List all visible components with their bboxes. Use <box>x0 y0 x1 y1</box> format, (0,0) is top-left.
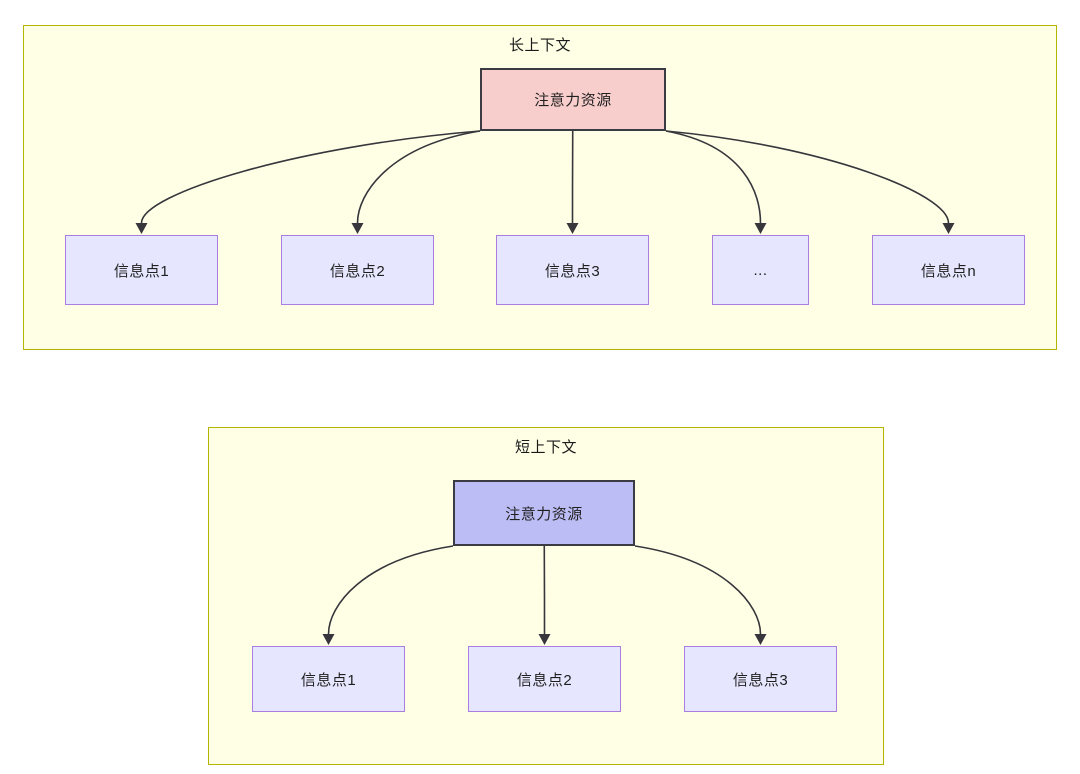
node-label: 注意力资源 <box>505 505 583 523</box>
node-attention-resource-short[interactable]: 注意力资源 <box>453 480 635 546</box>
node-label: 信息点n <box>920 262 977 280</box>
panel-short-context-title: 短上下文 <box>514 439 577 456</box>
node-label: 信息点3 <box>544 262 601 280</box>
node-attention-resource-long[interactable]: 注意力资源 <box>480 68 666 131</box>
node-label: 信息点3 <box>732 671 789 689</box>
node-info-point-n-long[interactable]: 信息点n <box>872 235 1025 305</box>
node-label: 注意力资源 <box>534 92 612 109</box>
node-label: 信息点2 <box>329 262 386 280</box>
node-info-point-2-short[interactable]: 信息点2 <box>468 646 621 712</box>
node-label: 信息点1 <box>300 671 357 689</box>
panel-long-context-title: 长上下文 <box>508 37 571 54</box>
node-info-point-2-long[interactable]: 信息点2 <box>281 235 434 305</box>
node-label: 信息点2 <box>516 671 573 689</box>
node-label: ... <box>753 261 768 279</box>
node-info-point-3-short[interactable]: 信息点3 <box>684 646 837 712</box>
panel-short-context[interactable]: 短上下文 <box>208 427 884 765</box>
node-info-ellipsis-long[interactable]: ... <box>712 235 809 305</box>
node-info-point-1-long[interactable]: 信息点1 <box>65 235 218 305</box>
node-info-point-1-short[interactable]: 信息点1 <box>252 646 405 712</box>
node-info-point-3-long[interactable]: 信息点3 <box>496 235 649 305</box>
node-label: 信息点1 <box>113 262 170 280</box>
